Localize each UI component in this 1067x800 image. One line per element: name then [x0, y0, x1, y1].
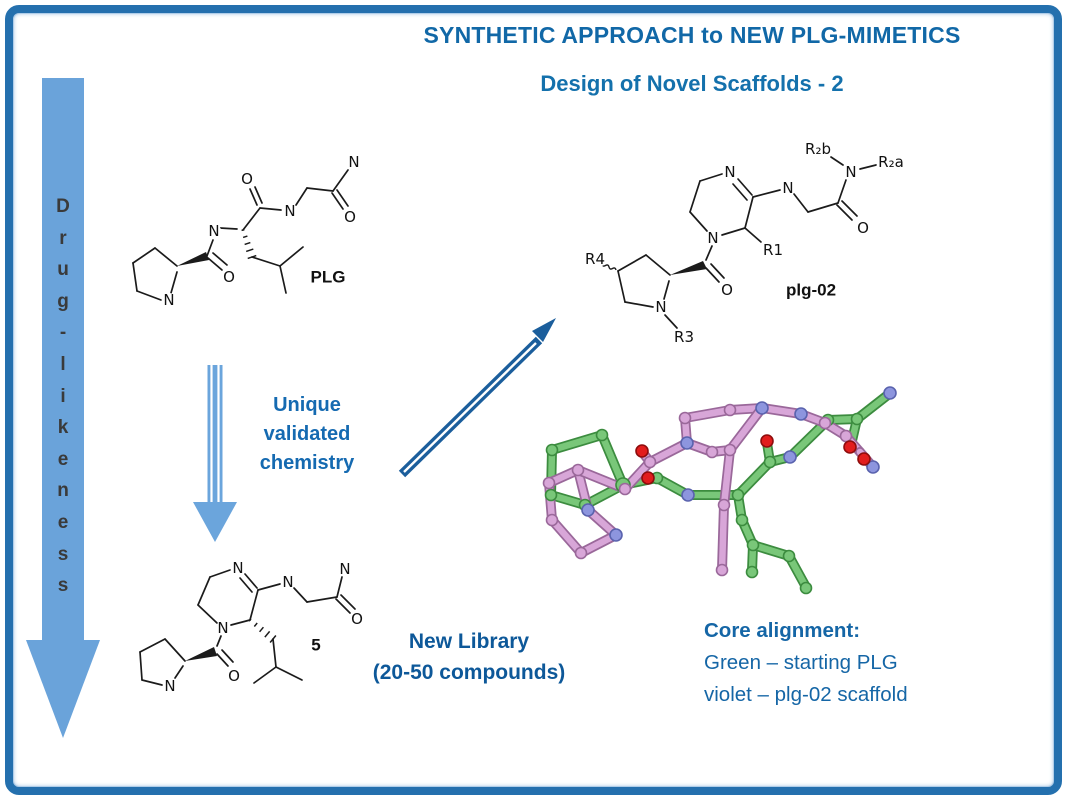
- svg-text:N: N: [208, 222, 219, 240]
- svg-text:O: O: [351, 610, 363, 628]
- svg-text:N: N: [164, 677, 175, 695]
- svg-text:5: 5: [311, 636, 320, 655]
- svg-text:N: N: [163, 291, 174, 309]
- svg-text:N: N: [284, 202, 295, 220]
- slide-title: SYNTHETIC APPROACH to NEW PLG-MIMETICS: [423, 22, 961, 48]
- diagonal-up-arrow: [398, 318, 556, 478]
- svg-text:N: N: [724, 163, 735, 181]
- core-alignment-title: Core alignment:: [704, 619, 861, 642]
- structure-compound-5: N N N N O O N 5: [139, 559, 364, 695]
- svg-text:R4: R4: [585, 250, 605, 268]
- svg-text:O: O: [344, 208, 356, 226]
- svg-text:N: N: [232, 559, 243, 577]
- svg-text:PLG: PLG: [311, 268, 346, 287]
- svg-text:N: N: [845, 163, 856, 181]
- svg-text:R₂b: R₂b: [805, 140, 831, 158]
- svg-text:N: N: [782, 179, 793, 197]
- svg-text:O: O: [223, 268, 235, 286]
- svg-text:N: N: [282, 573, 293, 591]
- svg-text:N: N: [217, 619, 228, 637]
- new-library-caption: New Library(20-50 compounds): [372, 630, 566, 684]
- core-alignment-3d-model: [542, 386, 897, 595]
- process-down-arrow: [193, 365, 237, 542]
- svg-text:O: O: [857, 219, 869, 237]
- svg-text:R1: R1: [763, 241, 783, 259]
- svg-text:R₂a: R₂a: [878, 153, 904, 171]
- svg-text:R3: R3: [674, 328, 694, 346]
- svg-text:O: O: [721, 281, 733, 299]
- svg-text:N: N: [707, 229, 718, 247]
- slide-border: [5, 5, 1062, 795]
- svg-text:plg-02: plg-02: [786, 281, 836, 300]
- slide-subtitle: Design of Novel Scaffolds - 2: [540, 71, 844, 96]
- svg-text:O: O: [241, 170, 253, 188]
- svg-text:N: N: [348, 153, 359, 171]
- structure-plg: N O N O N O N PLG: [132, 153, 361, 309]
- drug-likeness-arrow: [26, 78, 100, 738]
- svg-text:N: N: [339, 560, 350, 578]
- svg-text:N: N: [655, 298, 666, 316]
- svg-text:O: O: [228, 667, 240, 685]
